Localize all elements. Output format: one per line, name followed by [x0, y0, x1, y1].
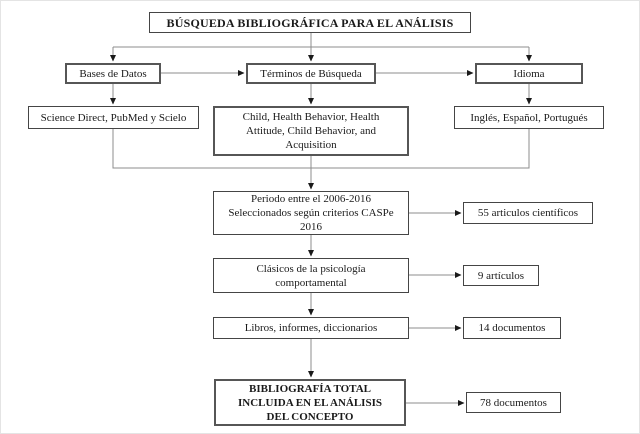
period-filter-box: Periodo entre el 2006-2016 Seleccionados… [213, 191, 409, 235]
result-55-articles-box: 55 articulos científicos [463, 202, 593, 224]
result-14-documents-box: 14 documentos [463, 317, 561, 339]
languages-detail-box: Inglés, Español, Portugués [454, 106, 604, 129]
connector-merge-bar [112, 129, 530, 169]
language-box: Idioma [475, 63, 583, 84]
result-9-articles-box: 9 artículos [463, 265, 539, 286]
databases-box: Bases de Datos [65, 63, 161, 84]
books-filter-box: Libros, informes, diccionarios [213, 317, 409, 339]
databases-detail-box: Science Direct, PubMed y Scielo [28, 106, 199, 129]
result-78-documents-box: 78 documentos [466, 392, 561, 413]
total-bibliography-box: BIBLIOGRAFÍA TOTAL INCLUIDA EN EL ANÁLIS… [214, 379, 406, 426]
classics-filter-box: Clásicos de la psicología comportamental [213, 258, 409, 293]
keywords-box: Child, Health Behavior, Health Attitude,… [213, 106, 409, 156]
search-terms-box: Términos de Búsqueda [246, 63, 376, 84]
title-box: BÚSQUEDA BIBLIOGRÁFICA PARA EL ANÁLISIS [149, 12, 471, 33]
